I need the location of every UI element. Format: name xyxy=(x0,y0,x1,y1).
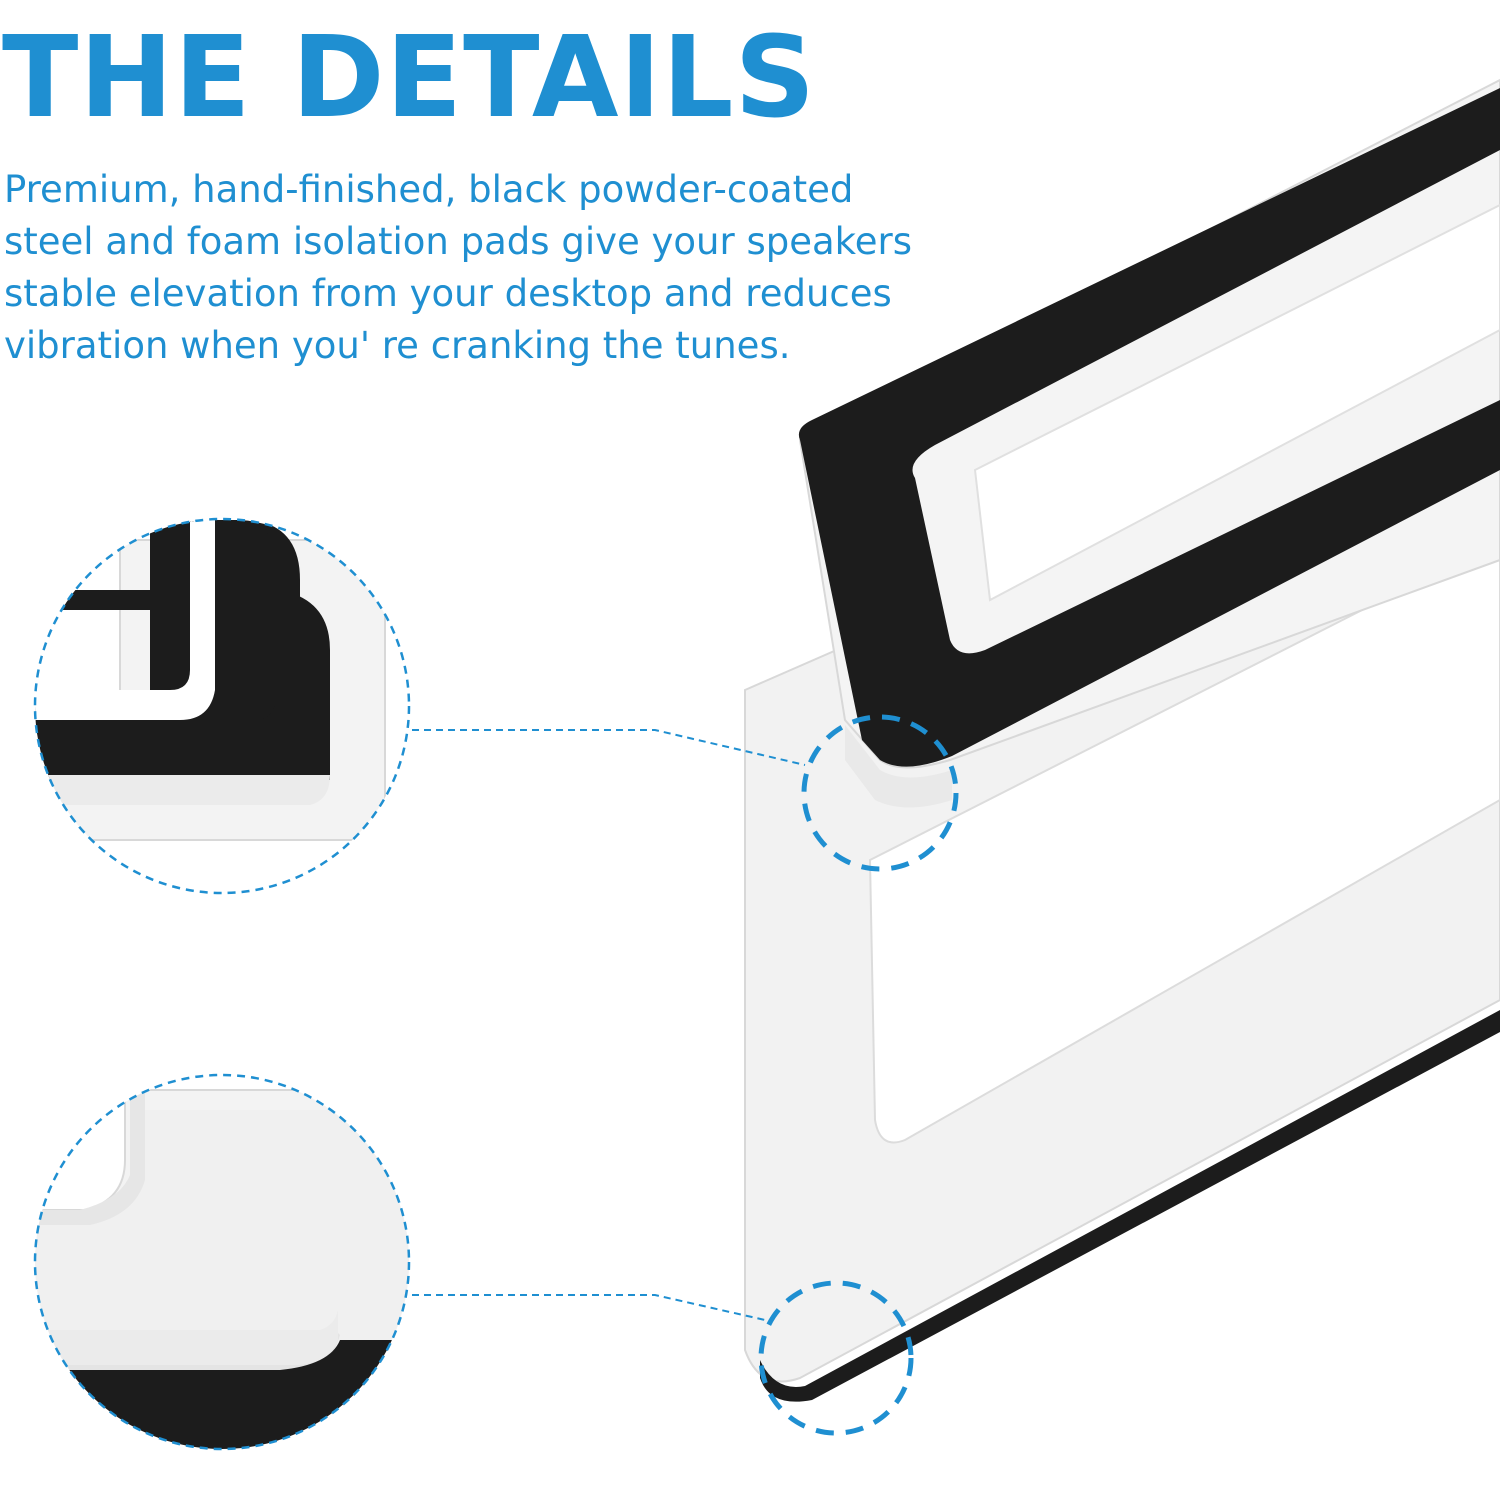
leader-line-top xyxy=(412,729,806,766)
zoom-detail-top xyxy=(33,517,411,895)
callout-marker-top xyxy=(801,714,959,872)
callout-marker-bottom xyxy=(758,1280,914,1436)
leader-line-bottom xyxy=(412,1294,766,1321)
stand-upper-frame xyxy=(798,78,1500,808)
zoom-detail-bottom xyxy=(33,1073,411,1451)
page-title: THE DETAILS xyxy=(2,13,817,143)
product-description: Premium, hand-finished, black powder-coa… xyxy=(4,168,913,367)
